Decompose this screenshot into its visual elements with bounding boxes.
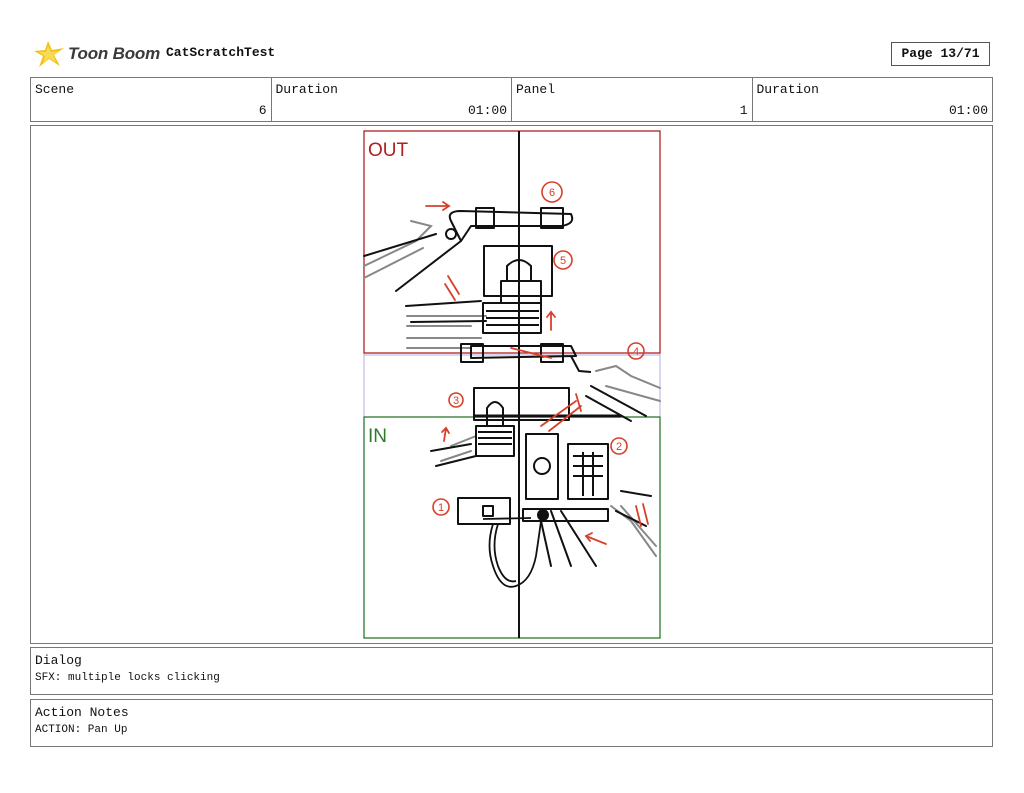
out-label: OUT	[368, 140, 409, 161]
sketch-number-3: 3	[453, 395, 459, 407]
dialog-title: Dialog	[35, 653, 82, 668]
in-label: IN	[368, 426, 387, 447]
sketch-number-6: 6	[549, 187, 555, 199]
logo-text: Toon Boom	[68, 44, 160, 63]
action-notes-title: Action Notes	[35, 705, 129, 720]
project-name: CatScratchTest	[166, 45, 276, 60]
sketch-number-5: 5	[560, 255, 566, 267]
action-notes-section: Action Notes ACTION: Pan Up	[30, 699, 993, 747]
action-notes-text: ACTION: Pan Up	[35, 724, 128, 736]
sketch-number-1: 1	[438, 502, 444, 514]
panel-duration-value: 01:00	[948, 103, 988, 118]
dialog-text: SFX: multiple locks clicking	[35, 672, 220, 684]
starburst-icon	[34, 41, 64, 67]
page-number: Page 13/71	[891, 42, 990, 66]
panel-duration-label: Duration	[756, 82, 819, 97]
panel-value: 1	[739, 103, 748, 118]
scene-value: 6	[258, 103, 267, 118]
scene-cell: Scene 6	[31, 78, 272, 121]
scene-duration-cell: Duration 01:00	[272, 78, 512, 121]
dialog-section: Dialog SFX: multiple locks clicking	[30, 647, 993, 695]
storyboard-panel: OUT IN	[30, 125, 993, 644]
panel-label: Panel	[516, 82, 556, 97]
scene-duration-value: 01:00	[467, 103, 507, 118]
panel-duration-cell: Duration 01:00	[753, 78, 993, 121]
sketch-number-2: 2	[616, 441, 622, 453]
sketch-number-4: 4	[633, 346, 639, 358]
panel-cell: Panel 1	[512, 78, 753, 121]
info-row: Scene 6 Duration 01:00 Panel 1 Duration …	[30, 77, 993, 122]
scene-label: Scene	[35, 82, 75, 97]
sketch-drawing: OUT IN	[363, 130, 661, 639]
out-frame	[363, 130, 661, 354]
scene-duration-label: Duration	[275, 82, 338, 97]
toon-boom-logo: Toon Boom	[34, 38, 160, 70]
